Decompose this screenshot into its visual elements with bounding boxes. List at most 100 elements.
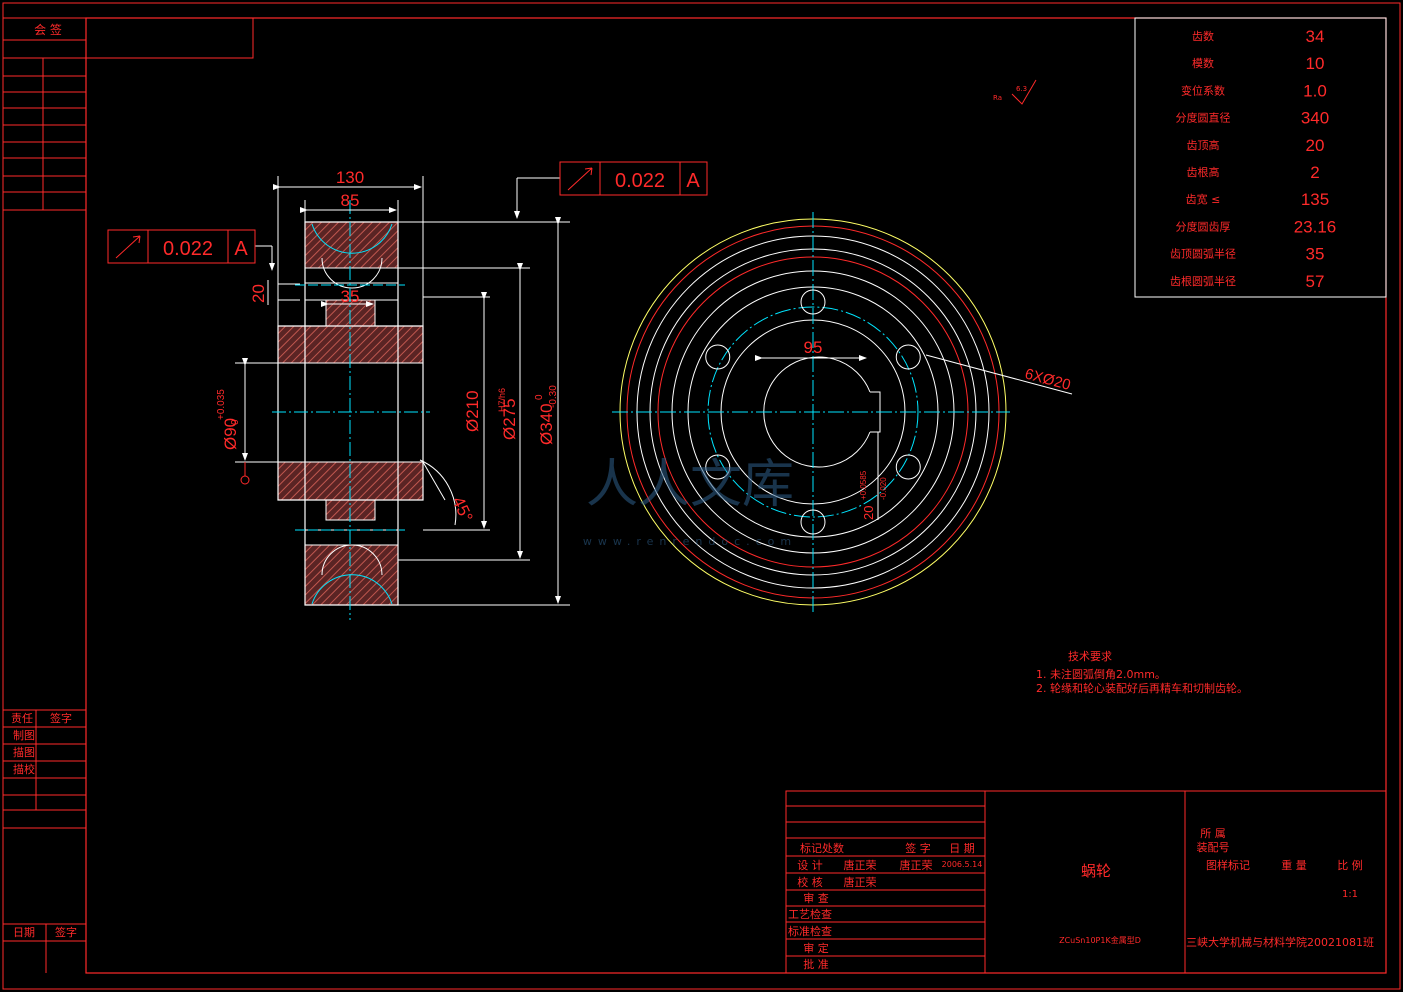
param-label: 齿根圆弧半径 — [1170, 274, 1236, 288]
param-label: 分度圆齿厚 — [1176, 219, 1231, 233]
school: 三峡大学机械与材料学院20021081班 — [1186, 935, 1374, 949]
datum-symbol — [240, 462, 250, 485]
dim-bore: Ø90 — [221, 418, 240, 450]
tb-standard: 标准检查 — [788, 924, 832, 938]
bolt-hole — [895, 454, 921, 480]
param-value: 35 — [1306, 245, 1325, 264]
param-label: 齿宽 ≤ — [1186, 192, 1221, 206]
tb-review: 审 查 — [803, 891, 829, 905]
title-block — [785, 790, 1387, 974]
dim-130: 130 — [336, 168, 364, 187]
tb-count: 处数 — [822, 842, 844, 855]
param-label: 分度圆直径 — [1176, 111, 1231, 125]
tech-req-line-2: 2. 轮缘和轮心装配好后再精车和切制齿轮。 — [1036, 681, 1248, 695]
material: ZCuSn10P1K金属型D — [1059, 935, 1141, 945]
dim-275-fit: H7/h6 — [497, 388, 507, 412]
dim-key: 20 — [861, 506, 876, 520]
tb-mark: 标记 — [800, 841, 822, 855]
tb-checker: 唐正荣 — [844, 875, 877, 889]
section-dimensions — [235, 176, 570, 606]
param-label: 齿数 — [1192, 30, 1214, 43]
roughness-value: 6.3 — [1016, 85, 1027, 93]
tb-belong: 所 属 — [1200, 827, 1226, 840]
tech-req-line-1: 1. 未注圆弧倒角2.0mm。 — [1036, 667, 1166, 681]
dim-210: Ø210 — [463, 390, 482, 432]
dim-20: 20 — [249, 284, 268, 303]
param-label: 变位系数 — [1181, 83, 1225, 97]
tb-date: 日 期 — [949, 842, 975, 855]
tb-check: 校 核 — [797, 875, 823, 889]
watermark: 人人文库 www.renrendoc.com — [583, 455, 797, 548]
param-value: 23.16 — [1294, 217, 1337, 236]
traced-check-label: 描校 — [13, 762, 35, 776]
countersign-box: 会 签 — [2, 17, 254, 59]
part-name: 蜗轮 — [1081, 862, 1111, 880]
tech-req-title: 技术要求 — [1068, 650, 1112, 663]
dim-key-upper: +0.0585 — [859, 470, 868, 500]
param-value: 20 — [1306, 136, 1325, 155]
param-label: 齿顶高 — [1187, 138, 1220, 152]
watermark-url: www.renrendoc.com — [583, 535, 797, 548]
tb-scale: 比 例 — [1337, 858, 1363, 872]
tb-sign: 签 字 — [905, 841, 931, 855]
bolt-hole — [800, 289, 826, 315]
date-label: 日期 — [13, 926, 35, 939]
tb-process: 工艺检查 — [788, 907, 832, 921]
dim-bore-lower: 0 — [230, 419, 241, 425]
tb-designer-sign: 唐正荣 — [900, 858, 933, 872]
param-table: 齿数 34 模数 10 变位系数 1.0 分度圆直径 340 齿顶高 20 齿根高 2 齿宽 ≤ 135 分… — [1134, 17, 1387, 298]
tolerance-frame-2: 0.022 A — [559, 161, 708, 196]
title-block-texts: 标记 处数 签 字 日 期 设 计 唐正荣 唐正荣 2006.5.14 校 核 … — [788, 827, 1374, 971]
roughness-symbol: Ra 6.3 — [993, 79, 1037, 105]
param-value: 2 — [1310, 163, 1319, 182]
traced-label: 描图 — [13, 745, 35, 759]
drafted-label: 制图 — [13, 729, 35, 742]
param-value: 10 — [1306, 54, 1325, 73]
param-label: 齿根高 — [1187, 165, 1220, 179]
dim-275: Ø275 — [500, 398, 519, 440]
dim-85: 85 — [341, 191, 360, 210]
tolerance-frame-1: 0.022 A — [107, 229, 256, 264]
tol-1-datum: A — [234, 238, 248, 260]
sign-label: 签字 — [50, 711, 72, 725]
tb-approve: 批 准 — [803, 957, 829, 971]
roughness-prefix: Ra — [993, 94, 1002, 102]
tol-2-value: 0.022 — [615, 170, 665, 192]
bolt-hole — [800, 509, 826, 535]
param-value: 57 — [1306, 272, 1325, 291]
tb-weight: 重 量 — [1281, 858, 1307, 872]
sign2-label: 签字 — [55, 925, 77, 939]
tb-scale-value: 1:1 — [1342, 889, 1358, 900]
bolt-hole — [705, 454, 731, 480]
dim-340-upper: 0 — [534, 394, 545, 400]
tb-pattern: 图样标记 — [1206, 858, 1250, 872]
tb-design: 设 计 — [797, 859, 823, 872]
tol-1-value: 0.022 — [163, 238, 213, 260]
dim-340: Ø340 — [537, 403, 556, 445]
dim-340-lower: -0.30 — [548, 385, 559, 408]
left-strip — [3, 57, 86, 973]
param-value: 340 — [1301, 109, 1329, 128]
front-view — [612, 212, 1010, 612]
tb-date-value: 2006.5.14 — [942, 860, 983, 869]
section-view — [272, 200, 446, 620]
dim-35: 35 — [341, 287, 360, 306]
param-label: 齿顶圆弧半径 — [1170, 247, 1236, 261]
param-label: 模数 — [1192, 57, 1214, 70]
watermark-text: 人人文库 — [586, 455, 794, 515]
param-value: 135 — [1301, 190, 1329, 209]
dim-chamfer: 45° — [448, 494, 476, 525]
tol-2-datum: A — [686, 170, 700, 192]
dim-holes: 6XØ20 — [1023, 365, 1073, 394]
bolt-hole — [705, 344, 731, 370]
inner-frame — [85, 17, 1387, 974]
tech-requirements: 技术要求 1. 未注圆弧倒角2.0mm。 2. 轮缘和轮心装配好后再精车和切制齿… — [1036, 650, 1248, 695]
param-value: 34 — [1306, 27, 1325, 46]
bolt-hole — [895, 344, 921, 370]
countersign-label: 会 签 — [34, 22, 62, 37]
param-value: 1.0 — [1303, 81, 1327, 100]
tb-designer: 唐正荣 — [844, 858, 877, 872]
dim-95: 95 — [804, 338, 823, 357]
